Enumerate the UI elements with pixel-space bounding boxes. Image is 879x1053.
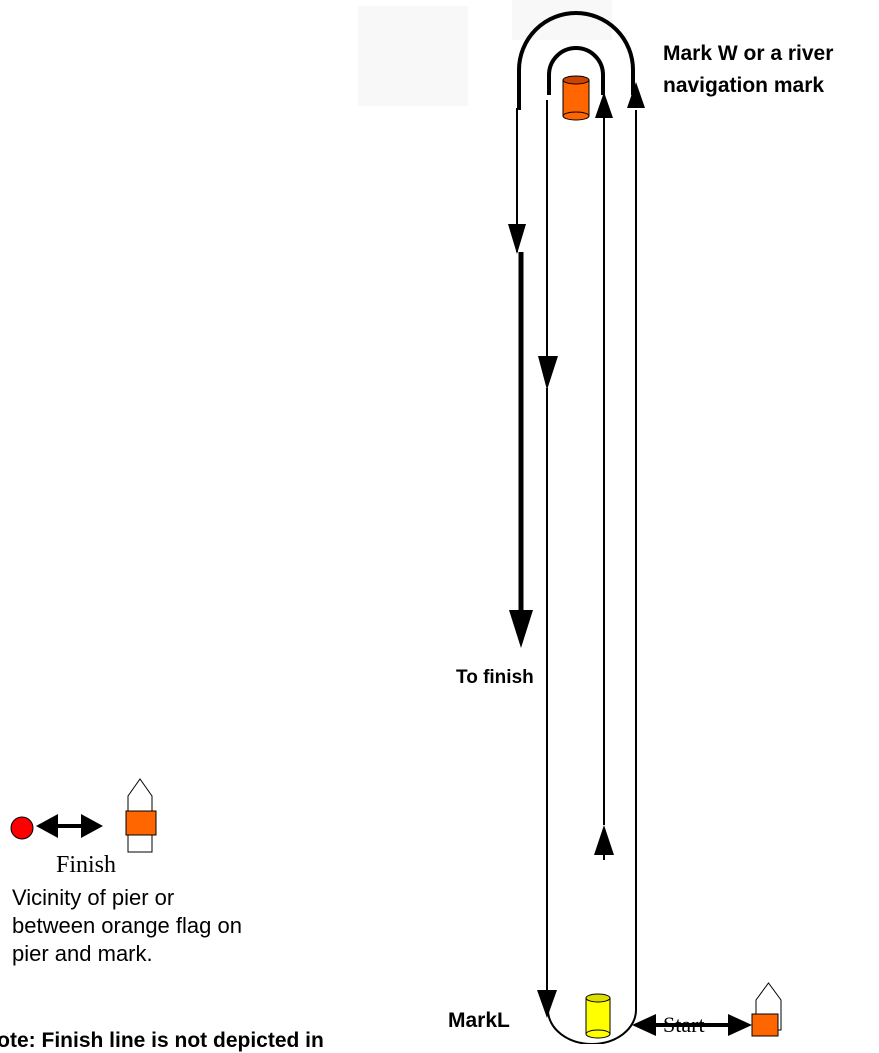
inner-upleg-lower-arrowhead xyxy=(594,825,614,855)
to-finish-label: To finish xyxy=(456,667,534,688)
finish-description-line2: between orange flag on xyxy=(12,913,242,938)
finish-label: Finish xyxy=(56,852,117,878)
inner-round-path xyxy=(547,46,605,95)
outer-downleg-arrowhead xyxy=(508,224,526,254)
start-line-left-arrowhead xyxy=(632,1014,656,1036)
mark-w-label: Mark W or a river navigation mark xyxy=(663,38,833,102)
start-line-right-arrowhead xyxy=(728,1014,752,1036)
inner-downleg-arrowhead xyxy=(538,356,558,390)
inner-upleg-arrowhead xyxy=(595,92,613,118)
mark-l-label: MarkL xyxy=(448,1009,510,1032)
background-panel xyxy=(512,0,612,40)
finish-line-left-arrowhead xyxy=(36,814,58,838)
background-panel xyxy=(358,6,468,106)
outer-round-path xyxy=(517,11,635,110)
finish-red-dot-icon xyxy=(10,816,34,840)
finish-description: Vicinity of pier or between orange flag … xyxy=(12,884,312,968)
outer-upleg-arrowhead xyxy=(627,82,645,108)
mark-w-buoy-icon xyxy=(562,75,590,121)
mark-l-approach-arrowhead xyxy=(537,990,557,1018)
finish-committee-boat-icon xyxy=(125,778,157,853)
start-label: Start xyxy=(663,1012,705,1037)
finish-description-line3: pier and mark. xyxy=(12,941,153,966)
finish-line-right-arrowhead xyxy=(81,814,103,838)
start-committee-boat-icon xyxy=(751,982,782,1037)
mark-w-label-line1: Mark W or a river xyxy=(663,42,834,65)
to-finish-arrowhead xyxy=(509,610,533,648)
mark-l-buoy-icon xyxy=(585,993,611,1039)
note-label: Note: Finish line is not depicted in xyxy=(0,1029,324,1052)
finish-description-line1: Vicinity of pier or xyxy=(12,885,175,910)
mark-l-round-path xyxy=(547,1009,637,1044)
mark-w-label-line2: navigation mark xyxy=(663,74,825,97)
